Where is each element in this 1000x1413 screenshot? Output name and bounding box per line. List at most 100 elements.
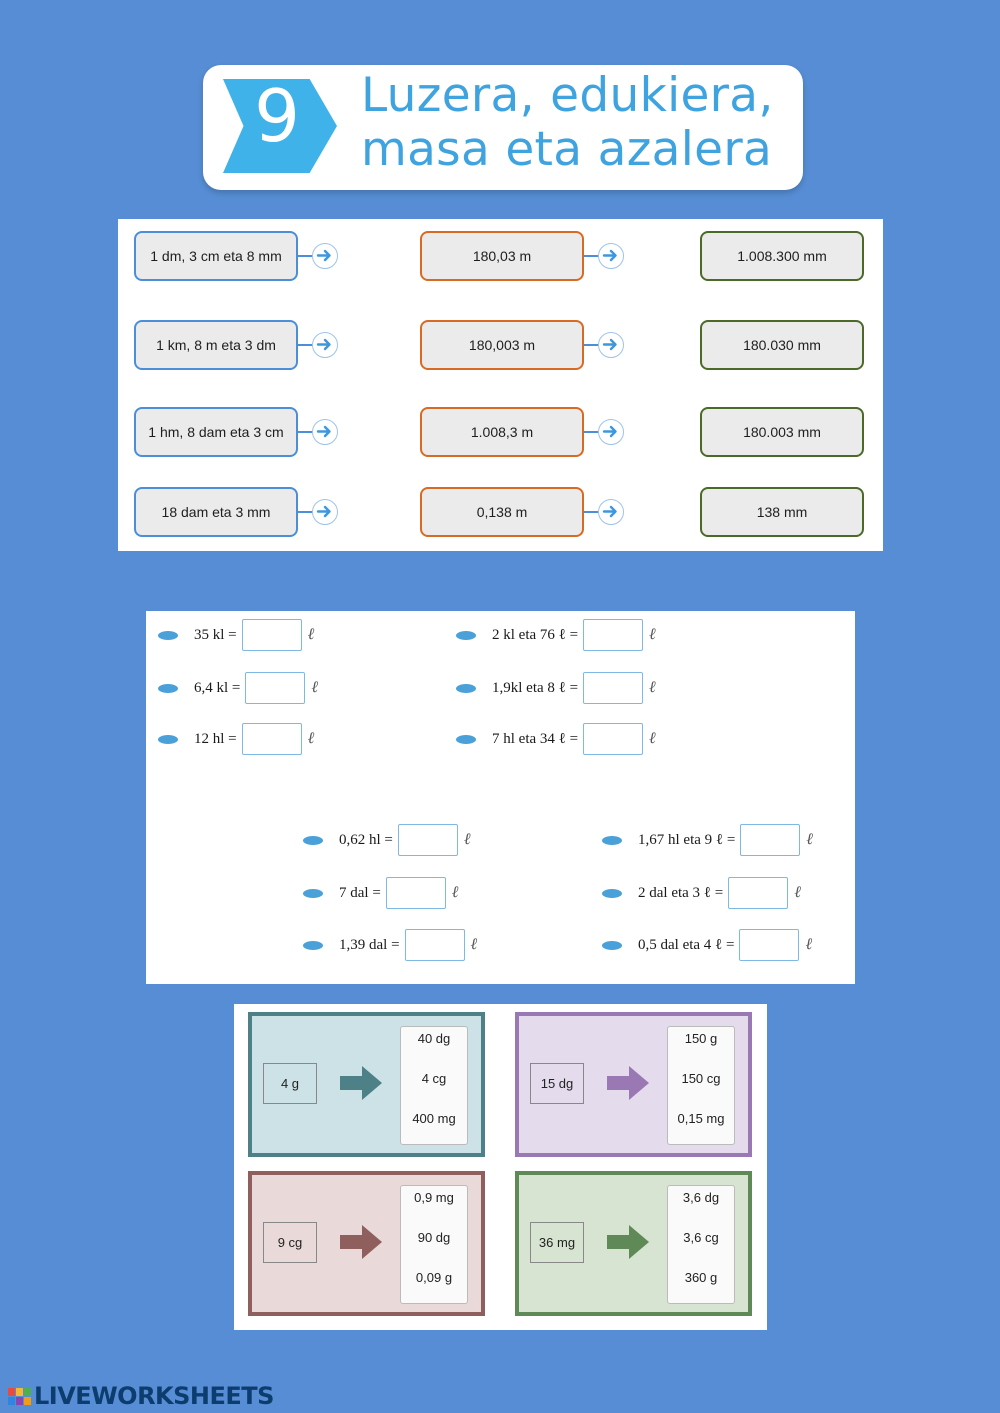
mass-card-3: 9 cg 0,9 mg 90 dg 0,09 g <box>248 1171 485 1316</box>
capacity-answer-input[interactable] <box>583 723 644 755</box>
mass-source-box[interactable]: 4 g <box>263 1063 317 1104</box>
mass-option[interactable]: 150 g <box>684 1031 718 1046</box>
connector-line <box>298 255 314 257</box>
connector-arrow-icon[interactable] <box>312 419 338 445</box>
capacity-answer-input[interactable] <box>739 929 800 961</box>
connector-arrow-icon[interactable] <box>312 332 338 358</box>
mass-options-box: 3,6 dg 3,6 cg 360 g <box>667 1185 735 1304</box>
liter-unit: ℓ <box>470 936 478 953</box>
liter-unit: ℓ <box>463 831 471 848</box>
connector-line <box>584 255 600 257</box>
length-box-left-2[interactable]: 1 km, 8 m eta 3 dm <box>134 320 298 370</box>
right-arrow-icon <box>605 1223 651 1266</box>
length-box-left-3[interactable]: 1 hm, 8 dam eta 3 cm <box>134 407 298 457</box>
connector-arrow-icon[interactable] <box>598 499 624 525</box>
connector-arrow-icon[interactable] <box>312 243 338 269</box>
capacity-item: 7 dal = ℓ <box>303 877 458 909</box>
right-arrow-icon <box>605 1064 651 1107</box>
length-box-middle-4[interactable]: 0,138 m <box>420 487 584 537</box>
capacity-label: 7 dal = <box>339 884 381 901</box>
bullet-icon <box>602 835 622 845</box>
mass-option[interactable]: 3,6 dg <box>682 1190 720 1205</box>
length-box-right-3[interactable]: 180.003 mm <box>700 407 864 457</box>
bullet-icon <box>456 630 476 640</box>
mass-option[interactable]: 400 mg <box>412 1111 456 1126</box>
length-box-middle-1[interactable]: 180,03 m <box>420 231 584 281</box>
right-arrow-icon <box>338 1064 384 1107</box>
liter-unit: ℓ <box>649 730 656 747</box>
mass-option[interactable]: 150 cg <box>681 1071 721 1086</box>
capacity-answer-input[interactable] <box>241 723 302 755</box>
capacity-answer-input[interactable] <box>397 824 458 856</box>
liter-unit: ℓ <box>649 679 656 696</box>
capacity-item: 35 kl =ℓ <box>158 619 314 651</box>
capacity-label: 7 hl eta 34 ℓ = <box>492 730 579 747</box>
capacity-label: 2 kl eta 76 ℓ = <box>492 626 579 643</box>
length-box-right-1[interactable]: 1.008.300 mm <box>700 231 864 281</box>
connector-arrow-icon[interactable] <box>598 243 624 269</box>
connector-line <box>298 344 314 346</box>
mass-option[interactable]: 0,15 mg <box>677 1111 725 1126</box>
mass-option[interactable]: 40 dg <box>417 1031 451 1046</box>
length-box-middle-2[interactable]: 180,003 m <box>420 320 584 370</box>
mass-option[interactable]: 4 cg <box>421 1071 447 1086</box>
brand-name: LIVEWORKSHEETS <box>34 1382 274 1410</box>
mass-card-1: 4 g 40 dg 4 cg 400 mg <box>248 1012 485 1157</box>
mass-source-box[interactable]: 9 cg <box>263 1222 317 1263</box>
capacity-answer-input[interactable] <box>241 619 302 651</box>
length-matching-panel: 1 dm, 3 cm eta 8 mm 1 km, 8 m eta 3 dm 1 h… <box>118 219 883 551</box>
connector-arrow-icon[interactable] <box>312 499 338 525</box>
capacity-answer-input[interactable] <box>583 619 644 651</box>
liter-unit: ℓ <box>307 626 315 643</box>
liveworksheets-logo-icon <box>8 1387 31 1405</box>
bullet-icon <box>158 630 178 640</box>
mass-option[interactable]: 360 g <box>684 1270 718 1285</box>
mass-source-box[interactable]: 36 mg <box>530 1222 584 1263</box>
right-arrow-icon <box>338 1223 384 1266</box>
capacity-label: 1,39 dal = <box>339 936 400 953</box>
mass-option[interactable]: 90 dg <box>417 1230 451 1245</box>
connector-arrow-icon[interactable] <box>598 419 624 445</box>
mass-matching-panel: 4 g 40 dg 4 cg 400 mg 15 dg 150 g 150 cg 0,15 m… <box>234 1004 767 1330</box>
capacity-answer-input[interactable] <box>740 824 801 856</box>
chapter-number: 9 <box>254 74 300 158</box>
connector-line <box>584 511 600 513</box>
capacity-label: 12 hl = <box>194 730 237 747</box>
capacity-answer-input[interactable] <box>404 929 465 961</box>
mass-options-box: 150 g 150 cg 0,15 mg <box>667 1026 735 1145</box>
bullet-icon <box>158 734 178 744</box>
capacity-item: 0,5 dal eta 4 ℓ =ℓ <box>602 929 812 961</box>
mass-option[interactable]: 0,09 g <box>415 1270 453 1285</box>
liter-unit: ℓ <box>649 626 656 643</box>
mass-source-box[interactable]: 15 dg <box>530 1063 584 1104</box>
length-box-left-4[interactable]: 18 dam eta 3 mm <box>134 487 298 537</box>
bullet-icon <box>303 835 323 845</box>
length-box-left-1[interactable]: 1 dm, 3 cm eta 8 mm <box>134 231 298 281</box>
mass-option[interactable]: 3,6 cg <box>683 1230 719 1245</box>
capacity-answer-input[interactable] <box>245 672 306 704</box>
capacity-answer-input[interactable] <box>728 877 789 909</box>
liter-unit: ℓ <box>806 831 813 848</box>
connector-arrow-icon[interactable] <box>598 332 624 358</box>
capacity-item: 1,39 dal = ℓ <box>303 929 477 961</box>
liter-unit: ℓ <box>451 884 459 901</box>
length-box-right-2[interactable]: 180.030 mm <box>700 320 864 370</box>
mass-option[interactable]: 0,9 mg <box>414 1190 454 1205</box>
liter-unit: ℓ <box>794 884 801 901</box>
mass-options-box: 0,9 mg 90 dg 0,09 g <box>400 1185 468 1304</box>
footer-brand: LIVEWORKSHEETS <box>8 1381 274 1411</box>
capacity-label: 2 dal eta 3 ℓ = <box>638 884 724 901</box>
capacity-item: 0,62 hl =ℓ <box>303 824 471 856</box>
length-box-middle-3[interactable]: 1.008,3 m <box>420 407 584 457</box>
bullet-icon <box>158 683 178 693</box>
bullet-icon <box>303 940 323 950</box>
liter-unit: ℓ <box>311 679 319 696</box>
capacity-item: 2 kl eta 76 ℓ = ℓ <box>456 619 656 651</box>
capacity-answer-input[interactable] <box>385 877 446 909</box>
bullet-icon <box>456 734 476 744</box>
title-line-1: Luzera, edukiera, <box>361 68 774 123</box>
capacity-answer-input[interactable] <box>583 672 644 704</box>
length-box-right-4[interactable]: 138 mm <box>700 487 864 537</box>
mass-options-box: 40 dg 4 cg 400 mg <box>400 1026 468 1145</box>
